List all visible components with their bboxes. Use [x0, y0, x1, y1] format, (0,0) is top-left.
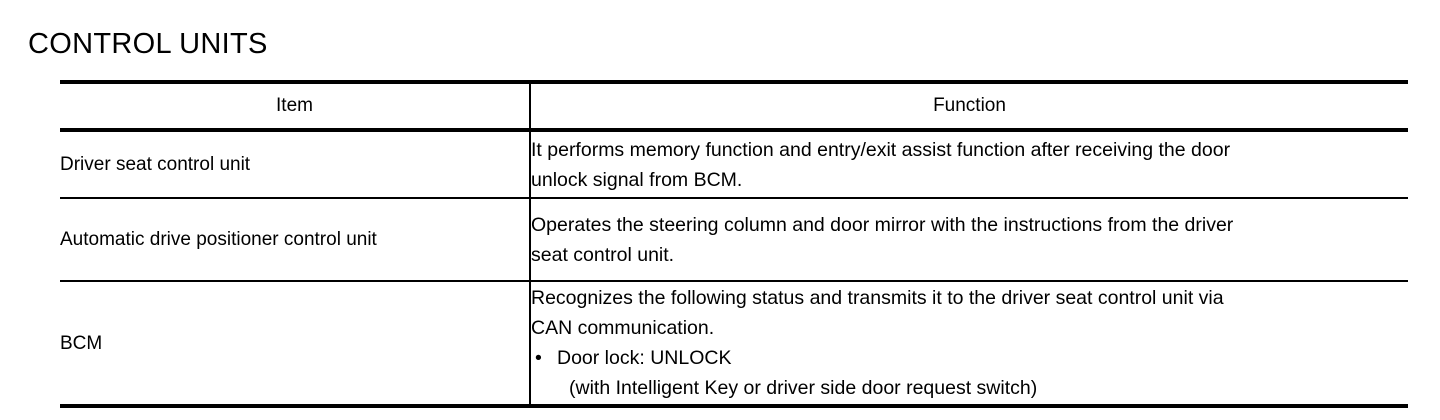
table-row: Automatic drive positioner control unit … — [60, 198, 1408, 282]
table-header: Item Function — [60, 80, 1408, 132]
table-row: BCM Recognizes the following status and … — [60, 281, 1408, 408]
column-header-function: Function — [530, 80, 1408, 132]
column-header-item: Item — [60, 80, 531, 132]
bullet-text: Door lock: UNLOCK — [557, 347, 732, 369]
control-units-table: Item Function Driver seat control unit I… — [60, 80, 1408, 408]
table-body: Driver seat control unit It performs mem… — [60, 130, 1408, 408]
cell-function-bcm: Recognizes the following status and tran… — [530, 281, 1408, 408]
cell-item-driver-seat-control-unit: Driver seat control unit — [60, 130, 531, 199]
function-line: unlock signal from BCM. — [531, 168, 743, 191]
function-bullet-item: • Door lock: UNLOCK — [531, 343, 1408, 373]
function-line: seat control unit. — [531, 243, 675, 266]
cell-item-bcm: BCM — [60, 281, 531, 408]
cell-function-driver-seat-control-unit: It performs memory function and entry/ex… — [530, 130, 1408, 199]
cell-item-automatic-drive-positioner-control-unit: Automatic drive positioner control unit — [60, 198, 531, 282]
function-line: Recognizes the following status and tran… — [531, 287, 1224, 309]
table-row: Driver seat control unit It performs mem… — [60, 130, 1408, 199]
bullet-continuation-text: (with Intelligent Key or driver side doo… — [569, 377, 1038, 399]
bullet-icon: • — [535, 347, 542, 369]
function-line: It performs memory function and entry/ex… — [531, 138, 1231, 161]
function-line: Operates the steering column and door mi… — [531, 213, 1234, 236]
page-title: CONTROL UNITS — [28, 28, 268, 61]
function-line: CAN communication. — [531, 317, 715, 339]
table-header-row: Item Function — [60, 80, 1408, 132]
cell-function-automatic-drive-positioner-control-unit: Operates the steering column and door mi… — [530, 198, 1408, 282]
